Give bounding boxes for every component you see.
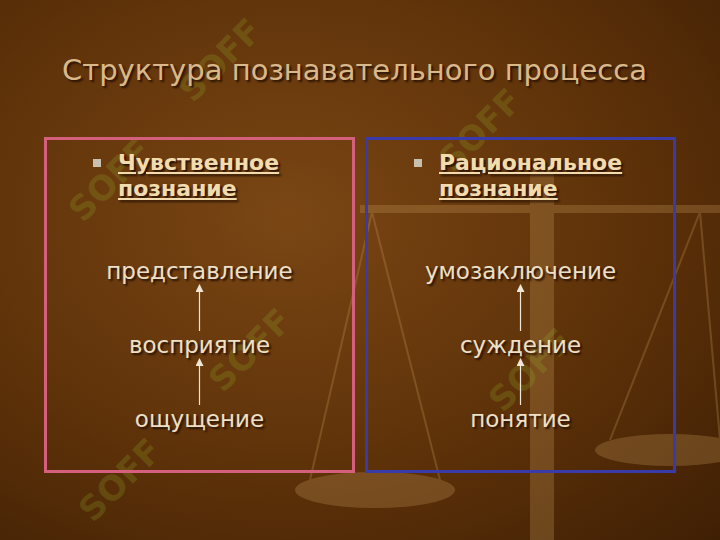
stage-node: восприятие: [129, 331, 270, 359]
stage-node: понятие: [470, 405, 570, 433]
arrow-connector: [199, 359, 200, 405]
stage-text: понятие: [470, 405, 570, 433]
bullet: [93, 159, 101, 167]
stage-node: ощущение: [135, 405, 264, 433]
slide-title: Структура познавательного процесса: [62, 52, 702, 88]
category-box: Чувственное познание представление восприя…: [44, 137, 355, 473]
category-box: Рациональное познание умозаключение сужден…: [365, 137, 676, 473]
stage-node: представление: [106, 257, 292, 285]
arrow-connector: [520, 285, 521, 331]
stage-text: восприятие: [129, 331, 270, 359]
stage-node: суждение: [460, 331, 581, 359]
watermark: SOFF: [70, 431, 169, 530]
box-heading: Рациональное познание: [439, 150, 639, 202]
stage-text: представление: [106, 257, 292, 285]
stage-text: суждение: [460, 331, 581, 359]
bullet: [414, 159, 422, 167]
stage-node: умозаключение: [425, 257, 616, 285]
arrow-connector: [520, 359, 521, 405]
stage-text: ощущение: [135, 405, 264, 433]
box-heading: Чувственное познание: [118, 150, 318, 202]
arrow-connector: [199, 285, 200, 331]
stage-text: умозаключение: [425, 257, 616, 285]
